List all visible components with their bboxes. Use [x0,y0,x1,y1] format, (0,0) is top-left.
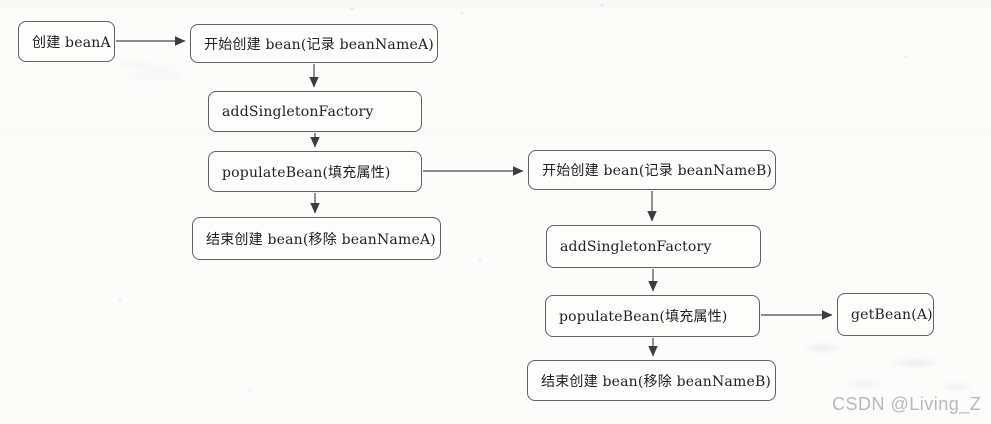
scan-artifact [120,60,180,80]
scan-artifact [782,336,987,396]
node-end-create-beanB: 结束创建 bean(移除 beanNameB) [527,360,776,401]
node-populate-bean-a: populateBean(填充属性) [208,151,422,192]
node-start-create-beanA: 开始创建 bean(记录 beanNameA) [190,24,438,63]
node-add-singleton-factory-b: addSingletonFactory [546,225,761,268]
csdn-watermark: CSDN @Living_Z [832,394,982,414]
node-add-singleton-factory-a: addSingletonFactory [208,91,422,132]
node-get-bean-a: getBean(A) [837,293,934,336]
node-populate-bean-b: populateBean(填充属性) [545,295,760,337]
node-create-beanA: 创建 beanA [18,21,115,62]
node-end-create-beanA: 结束创建 bean(移除 beanNameA) [192,217,441,260]
node-start-create-beanB: 开始创建 bean(记录 beanNameB) [528,150,776,190]
